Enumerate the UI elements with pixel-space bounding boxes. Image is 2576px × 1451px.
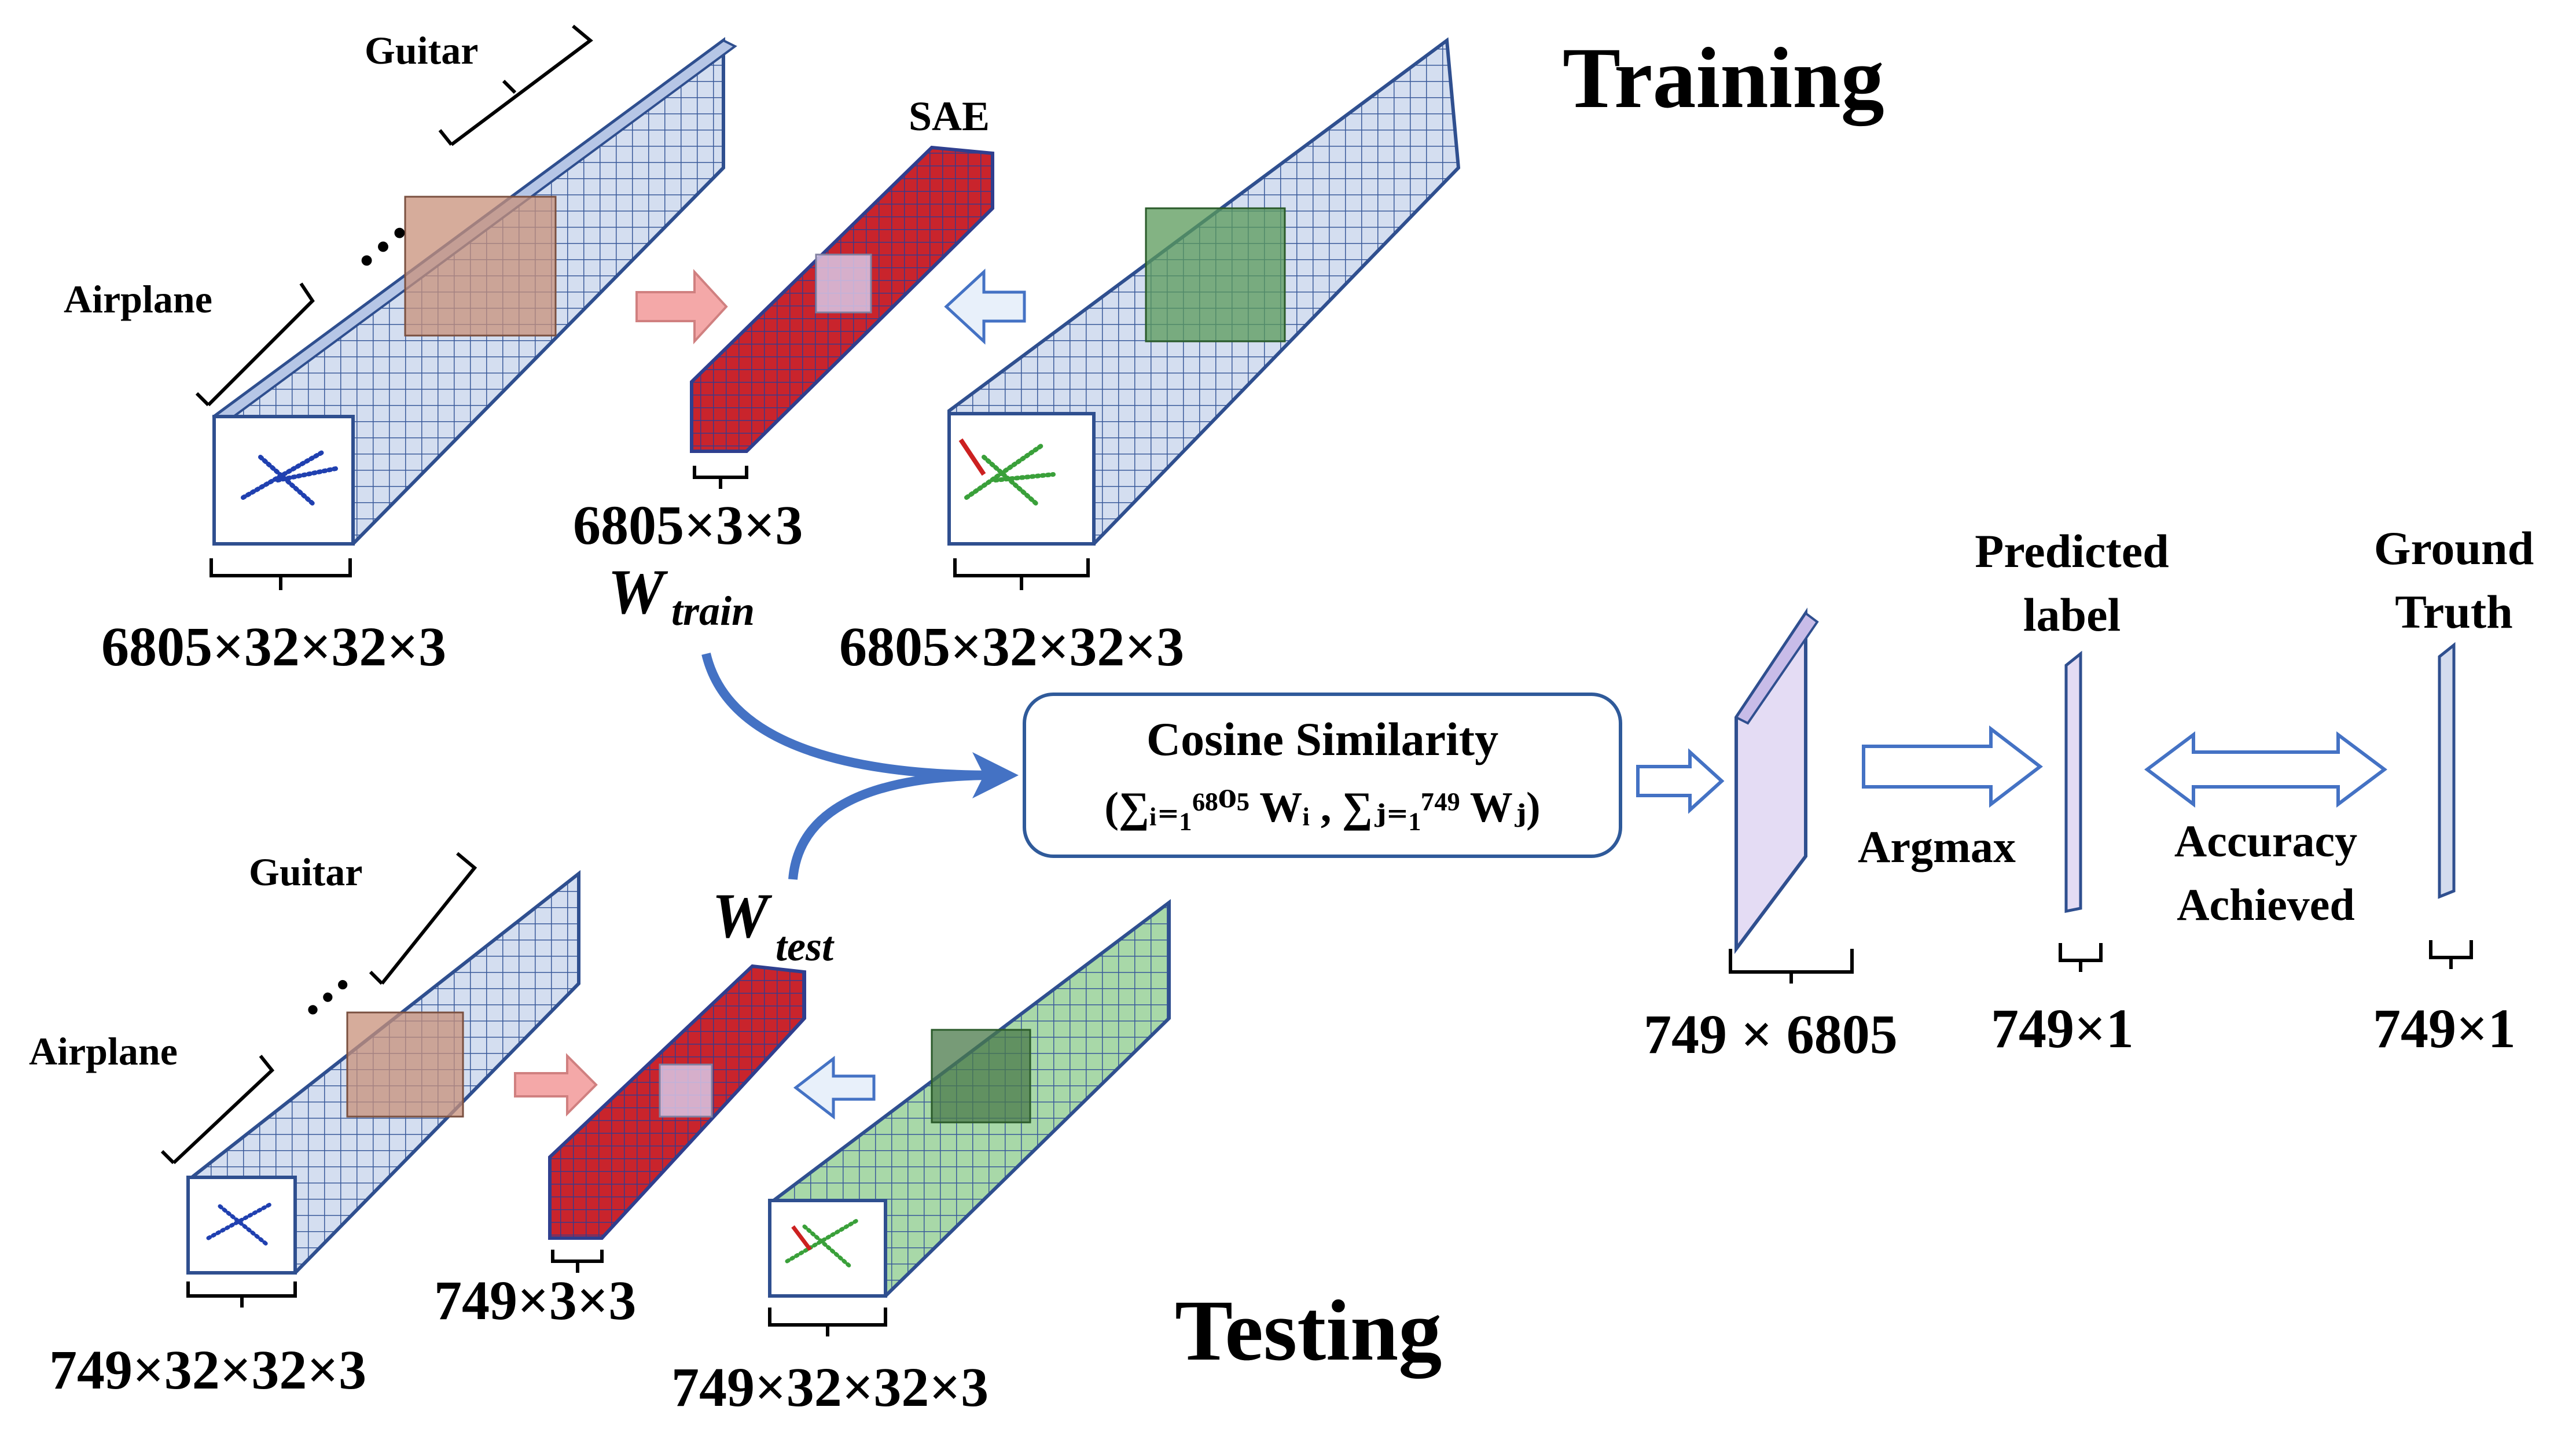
svg-text:train: train [671, 588, 755, 634]
testing-heading: Testing [1175, 1283, 1442, 1379]
guitar-brace [438, 24, 593, 146]
pink-arrow-training [635, 268, 728, 345]
accuracy-line1: Accuracy [2174, 816, 2357, 866]
ground-truth-line1: Ground [2374, 522, 2534, 574]
predicted-label-line2: label [2023, 588, 2121, 641]
predicted-dims: 749×1 [1991, 997, 2134, 1059]
testing-recon-stack [768, 898, 1171, 1298]
predicted-label-vector [2064, 650, 2082, 914]
argmax-arrow [1862, 725, 2043, 808]
input-dims-brace [210, 558, 352, 590]
ground-truth-line2: Truth [2395, 585, 2513, 638]
cosine-title: Cosine Similarity [1146, 713, 1498, 765]
predicted-label-line1: Predicted [1975, 525, 2169, 577]
testing-input-dims: 749×32×32×3 [49, 1339, 366, 1401]
matrix-dims: 749 × 6805 [1644, 1003, 1898, 1065]
sae-label: SAE [909, 93, 990, 139]
similarity-matrix [1735, 607, 1819, 954]
testing-input-stack [186, 870, 580, 1275]
training-input-stack [212, 37, 737, 546]
accuracy-line2: Achieved [2177, 879, 2355, 930]
cosine-similarity-box [1023, 693, 1622, 858]
airplane-icon [241, 449, 338, 506]
svg-text:test: test [776, 923, 835, 970]
training-feature-stack [690, 145, 994, 453]
w-test-flow-arrow [788, 771, 996, 880]
testing-airplane-label: Airplane [29, 1029, 178, 1073]
blue-outline-arrow-testing [793, 1055, 876, 1120]
training-input-dims: 6805×32×32×3 [101, 616, 446, 677]
training-recon-dims: 6805×32×32×3 [839, 616, 1184, 677]
ground-truth-vector [2438, 642, 2456, 899]
ground-dims: 749×1 [2373, 997, 2516, 1059]
guitar-label: Guitar [365, 28, 478, 72]
accuracy-double-arrow [2144, 731, 2387, 808]
training-feature-dims: 6805×3×3 [573, 494, 803, 556]
svg-text:W: W [712, 881, 773, 951]
airplane-brace [195, 282, 315, 407]
flow-arrow-head [972, 752, 1019, 798]
blue-outline-arrow-training [944, 268, 1026, 345]
testing-recon-dims: 749×32×32×3 [671, 1356, 988, 1418]
w-test-label: W test [712, 881, 835, 970]
pink-arrow-testing [514, 1053, 598, 1117]
airplane-label: Airplane [64, 277, 212, 321]
svg-text:W: W [608, 557, 668, 627]
box-to-matrix-arrow [1636, 748, 1725, 814]
cosine-formula: (∑ᵢ₌₁⁶⁸⁰⁵ Wᵢ , ∑ⱼ₌₁⁷⁴⁹ Wⱼ) [1104, 784, 1540, 831]
testing-feature-dims: 749×3×3 [434, 1269, 636, 1331]
testing-feature-stack [548, 964, 806, 1240]
w-train-label: W train [608, 557, 755, 634]
argmax-label: Argmax [1858, 822, 2016, 872]
testing-guitar-label: Guitar [249, 850, 362, 894]
training-heading: Training [1563, 30, 1884, 126]
training-recon-stack [947, 37, 1461, 546]
highlight-patch [404, 196, 557, 337]
